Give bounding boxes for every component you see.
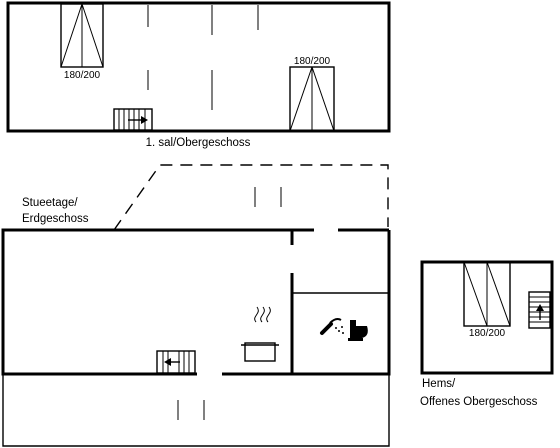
arrow-icon (164, 358, 180, 366)
loft-label-line1: Hems/ (422, 378, 456, 390)
cooking-pot-icon (241, 306, 279, 362)
ground-floor-label-line1: Stueetage/ (22, 197, 78, 209)
loft-label-line2: Offenes Obergeschoss (420, 396, 538, 408)
terrace-outline (113, 164, 389, 231)
ground-floor-walls (1, 228, 391, 376)
loft-floor: 180/200 Hems/ Offenes Obergeschoss (420, 260, 554, 408)
ground-floor-label-line2: Erdgeschoss (22, 213, 89, 225)
upper-floor: 180/200 180/200 1. sal/Obergeschoss (6, 1, 391, 149)
ground-floor-extension (2, 374, 390, 447)
arrow-icon (536, 304, 544, 320)
bed-icon (60, 3, 104, 68)
shower-icon (320, 318, 344, 335)
bed-size-label: 180/200 (64, 70, 101, 81)
bed-size-label: 180/200 (294, 56, 331, 67)
upper-floor-label: 1. sal/Obergeschoss (146, 137, 251, 149)
staircase-icon (113, 108, 153, 131)
bed-size-label: 180/200 (469, 328, 506, 339)
upper-floor-outline (6, 1, 391, 133)
bed-icon (463, 261, 511, 327)
arrow-icon (128, 116, 148, 124)
ground-floor: Stueetage/ Erdgeschoss (1, 164, 391, 447)
bed-icon (289, 66, 335, 132)
toilet-icon (348, 320, 368, 341)
